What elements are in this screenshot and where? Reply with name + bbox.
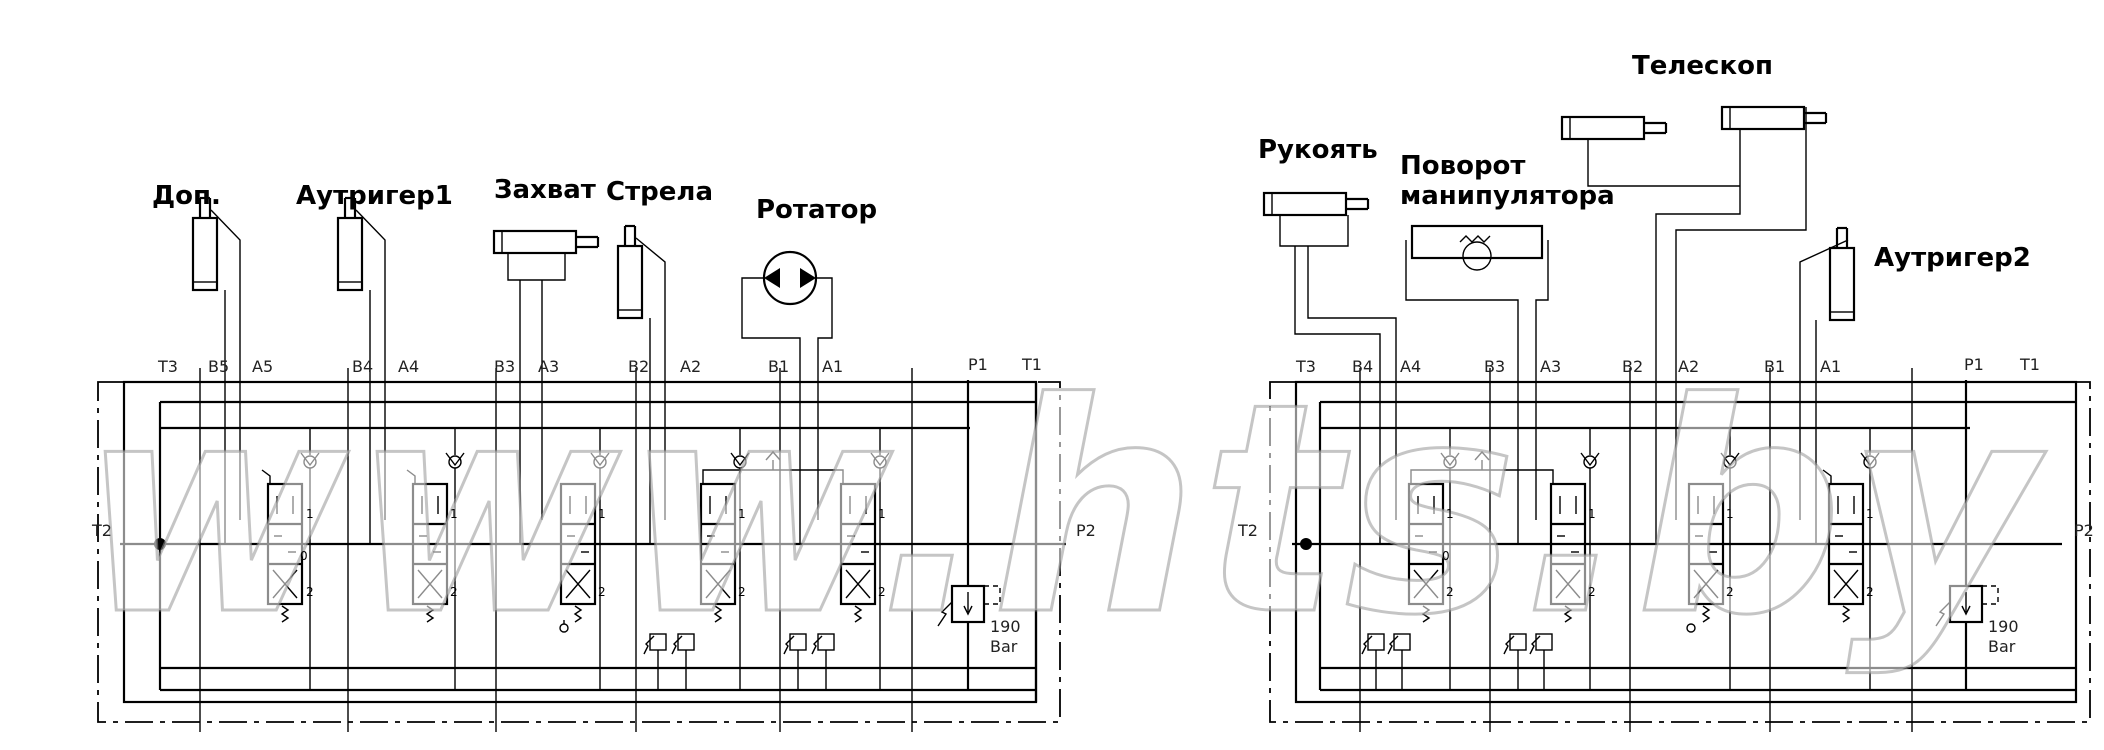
pos-1-r2: 1 (1588, 507, 1596, 521)
relief-value-right: 190 (1988, 617, 2019, 636)
port-a2: A2 (680, 357, 701, 376)
port-r-a1: A1 (1820, 357, 1841, 376)
pos-1-c: 1 (598, 507, 606, 521)
relief-unit-right: Bar (1988, 637, 2016, 656)
pos-1-a: 1 (306, 507, 314, 521)
port-a5: A5 (252, 357, 273, 376)
port-r-p2: P2 (2074, 521, 2094, 540)
label-outrigger2: Аутригер2 (1874, 243, 2031, 273)
right-manifold (1294, 380, 2078, 704)
port-r-b4: B4 (1352, 357, 1373, 376)
right-panel (1262, 105, 2091, 732)
actuator-boom (616, 224, 666, 544)
port-p1: P1 (968, 355, 988, 374)
label-dop: Доп. (152, 181, 221, 211)
pos-1-r1: 1 (1446, 507, 1454, 521)
port-r-a3: A3 (1540, 357, 1561, 376)
actuator-outrigger2 (1799, 226, 1856, 544)
port-a4: A4 (398, 357, 419, 376)
port-r-p1: P1 (1964, 355, 1984, 374)
actuator-grab (492, 229, 600, 544)
port-b3: B3 (494, 357, 515, 376)
port-t3: T3 (157, 357, 178, 376)
port-r-b3: B3 (1484, 357, 1505, 376)
pos-1-e: 1 (878, 507, 886, 521)
port-b1: B1 (768, 357, 789, 376)
pos-2-c: 2 (598, 585, 606, 599)
port-a3: A3 (538, 357, 559, 376)
port-p2: P2 (1076, 521, 1096, 540)
port-r-a2: A2 (1678, 357, 1699, 376)
port-b4: B4 (352, 357, 373, 376)
port-t1: T1 (1021, 355, 1042, 374)
pos-1-r3: 1 (1726, 507, 1734, 521)
pos-2-e: 2 (878, 585, 886, 599)
pos-0-a: 0 (300, 549, 308, 563)
pos-2-r3: 2 (1726, 585, 1734, 599)
pos-2-r4: 2 (1866, 585, 1874, 599)
port-r-b2: B2 (1622, 357, 1643, 376)
pos-0-r1: 0 (1442, 549, 1450, 563)
actuator-outrigger1 (336, 196, 386, 544)
label-outrigger1: Аутригер1 (296, 181, 453, 211)
label-arm: Рукоять (1258, 135, 1378, 165)
watermark-text: www.hts.by (80, 342, 2046, 679)
actuator-rotator (741, 250, 833, 544)
port-b5: B5 (208, 357, 229, 376)
pos-1-r4: 1 (1866, 507, 1874, 521)
pos-1-b: 1 (450, 507, 458, 521)
pos-1-d: 1 (738, 507, 746, 521)
port-b2: B2 (628, 357, 649, 376)
port-a1: A1 (822, 357, 843, 376)
port-r-t1: T1 (2019, 355, 2040, 374)
relief-value: 190 (990, 617, 1021, 636)
label-slew-line2: манипулятора (1400, 181, 1615, 211)
t2-junction-dot-right (1300, 538, 1312, 550)
actuator-arm (1262, 191, 1397, 544)
label-grab: Захват (494, 175, 596, 205)
left-panel (97, 196, 1066, 732)
actuator-slew (1405, 224, 1549, 544)
label-telescope: Телескоп (1632, 51, 1773, 81)
pos-2-a: 2 (306, 585, 314, 599)
actuator-dop (191, 196, 241, 544)
pos-2-r1: 2 (1446, 585, 1454, 599)
actuator-telescope (1560, 105, 1828, 544)
label-boom: Стрела (606, 177, 713, 207)
pos-2-d: 2 (738, 585, 746, 599)
port-r-t3: T3 (1295, 357, 1316, 376)
port-r-t2: T2 (1237, 521, 1258, 540)
relief-unit: Bar (990, 637, 1018, 656)
pos-2-r2: 2 (1588, 585, 1596, 599)
port-r-a4: A4 (1400, 357, 1421, 376)
port-t2: T2 (91, 521, 112, 540)
port-r-b1: B1 (1764, 357, 1785, 376)
right-frame (1269, 381, 2091, 723)
label-rotator: Ротатор (756, 195, 877, 225)
pos-2-b: 2 (450, 585, 458, 599)
label-slew-line1: Поворот (1400, 151, 1525, 181)
